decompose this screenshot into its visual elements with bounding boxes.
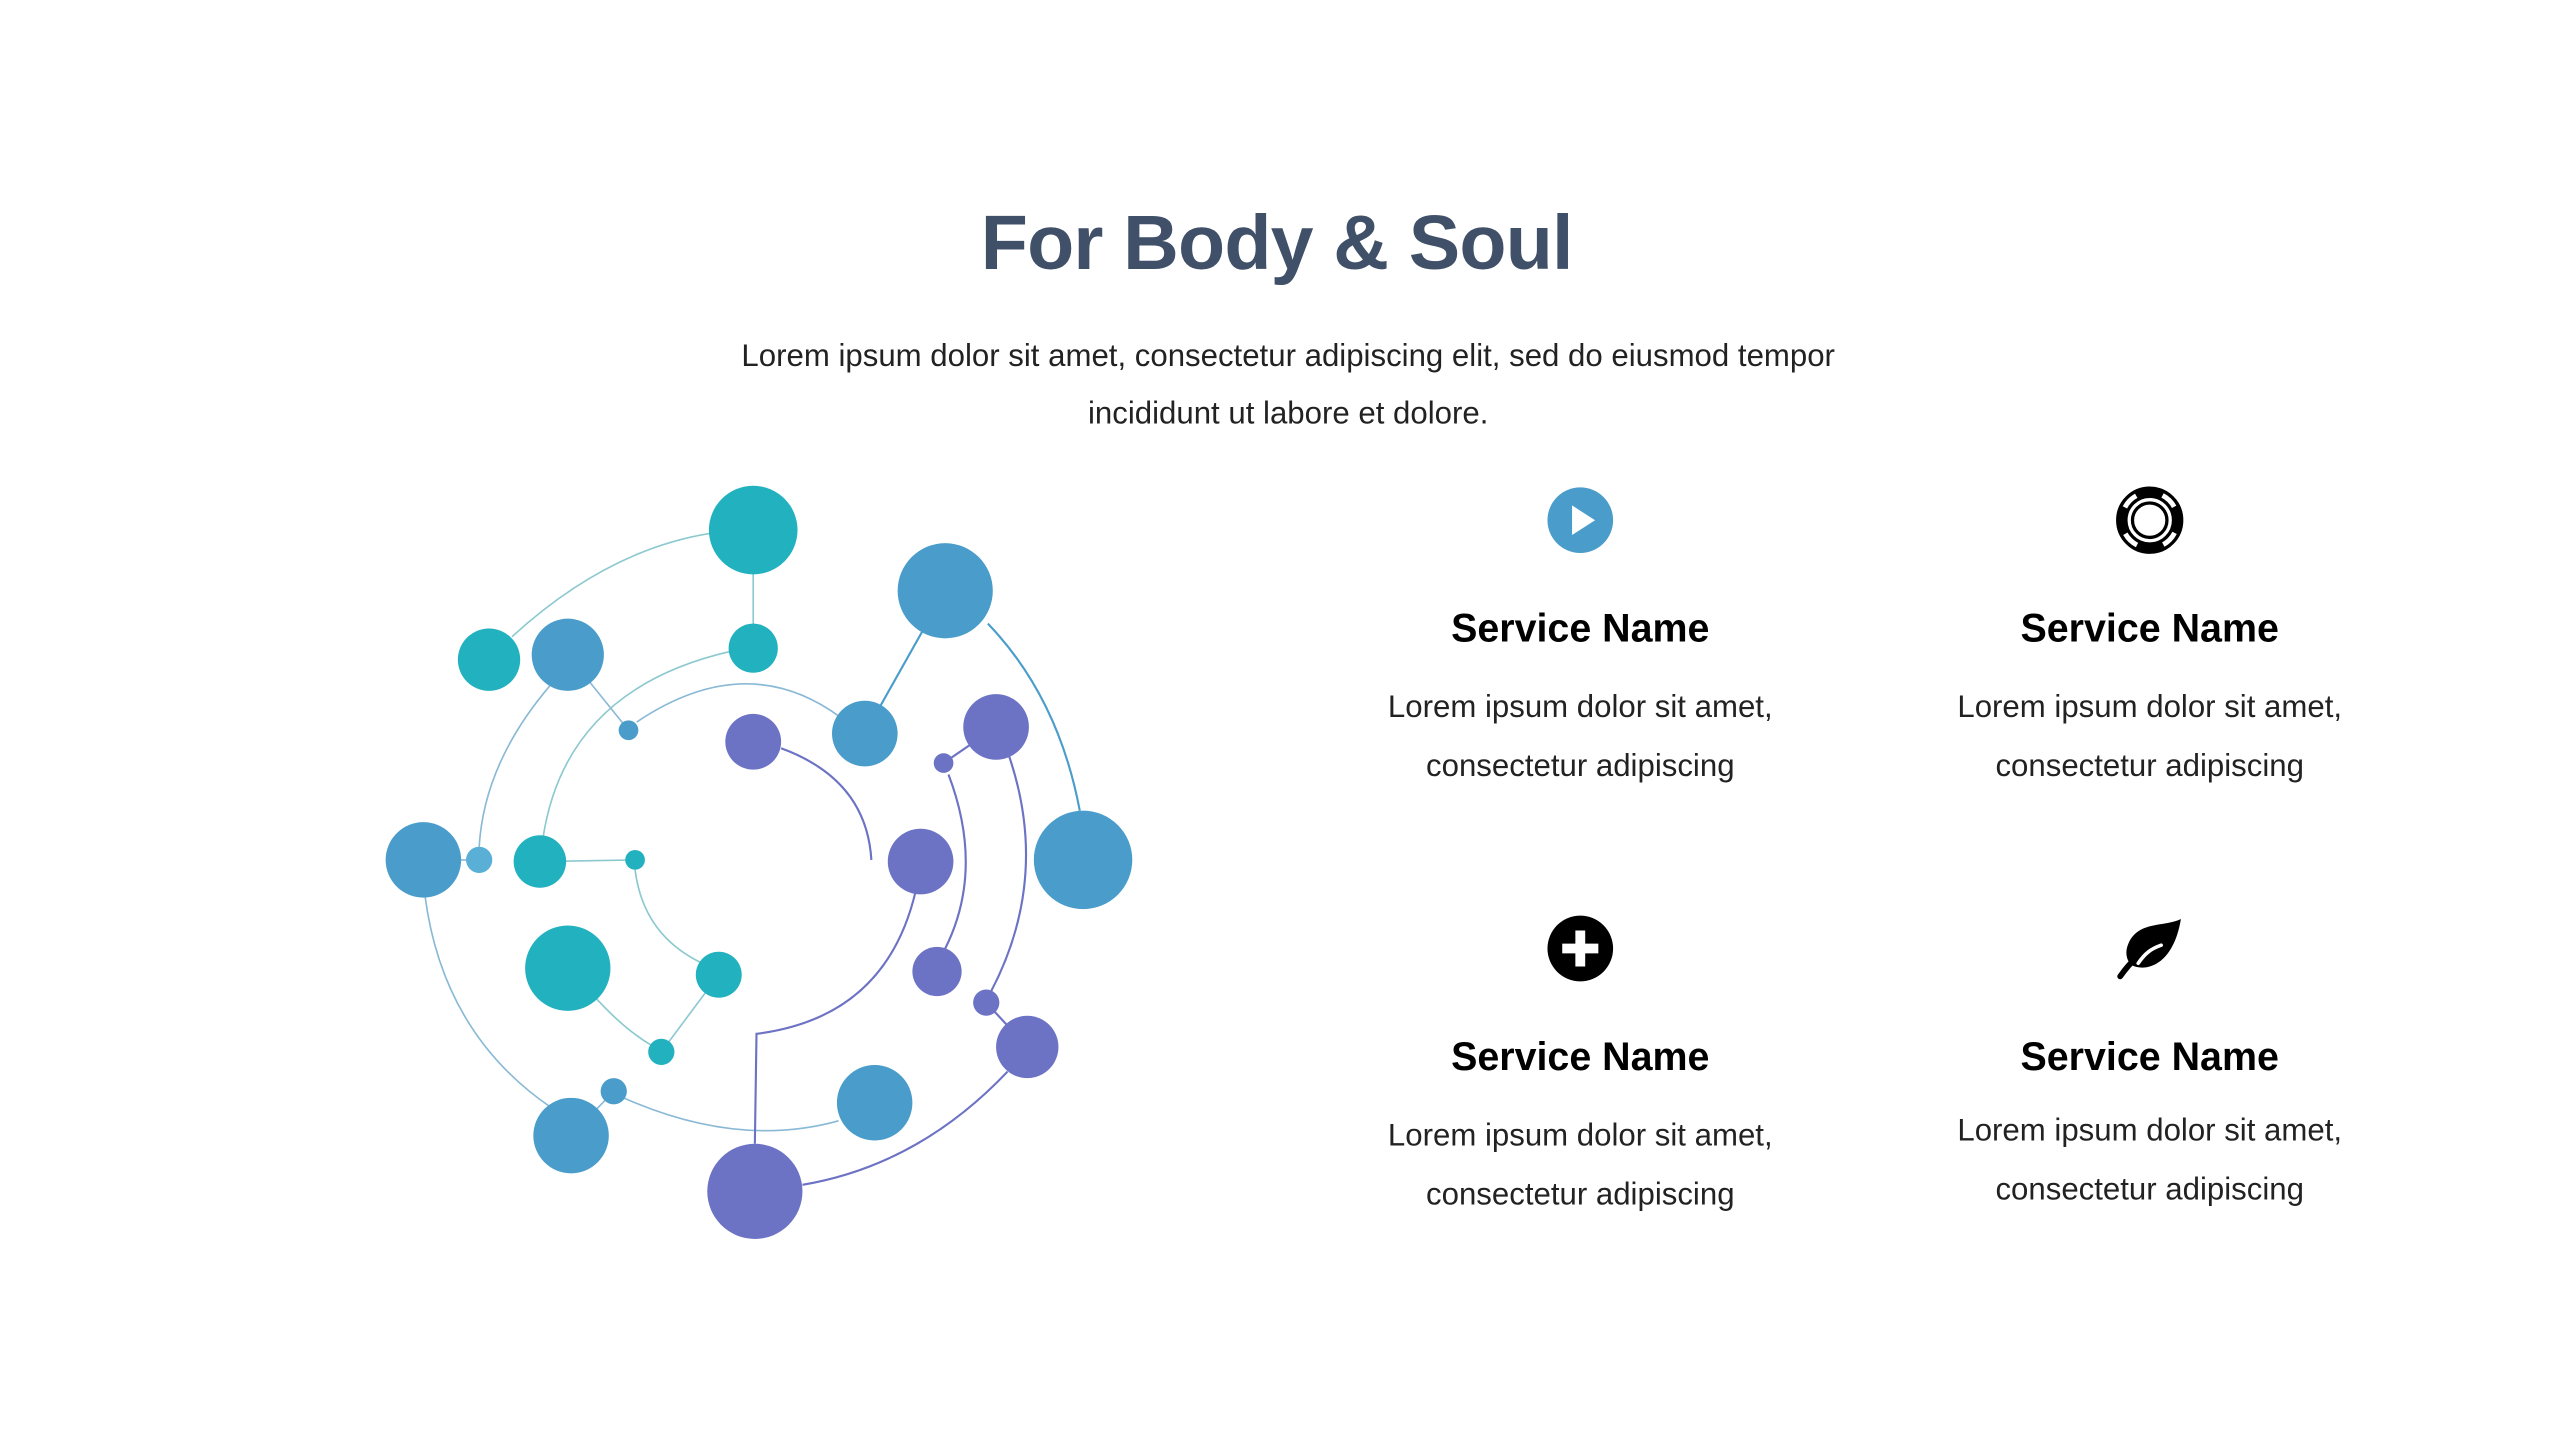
description-line: Lorem ipsum dolor sit amet, [1387, 690, 1773, 726]
node-purple [963, 694, 1029, 760]
plus-circle-icon [1546, 914, 1615, 983]
node-purple [887, 828, 954, 895]
description-line: consectetur adipiscing [1995, 749, 2304, 785]
node-blue [385, 822, 462, 898]
node-blue [836, 1065, 913, 1141]
node-blue [533, 1097, 609, 1174]
connector [780, 747, 873, 860]
node-purple [933, 753, 954, 773]
service-name: Service Name [2020, 1035, 2279, 1080]
node-teal [525, 925, 611, 1011]
service-card: Service Name Lorem ipsum dolor sit amet,… [1887, 486, 2412, 798]
service-card: Service Name Lorem ipsum dolor sit amet,… [1318, 486, 1843, 798]
service-description: Lorem ipsum dolor sit amet, consectetur … [1887, 679, 2412, 797]
connector [802, 1070, 1009, 1186]
node-blue [618, 720, 639, 741]
connector [636, 683, 841, 723]
connector [753, 890, 917, 1144]
node-purple [973, 989, 1000, 1016]
connector [623, 1097, 839, 1132]
node-blue [831, 700, 898, 767]
service-description: Lorem ipsum dolor sit amet, consectetur … [1318, 679, 1843, 797]
node-teal [457, 628, 521, 691]
node-lightblue [466, 846, 493, 874]
connector [424, 895, 552, 1109]
connector [634, 869, 703, 965]
node-purple [725, 713, 782, 770]
subtitle: Lorem ipsum dolor sit amet, consectetur … [624, 328, 1953, 443]
service-description: Lorem ipsum dolor sit amet, consectetur … [1318, 1108, 1843, 1226]
connector [593, 995, 652, 1047]
description-line: consectetur adipiscing [1426, 1178, 1735, 1213]
node-blue [897, 543, 993, 639]
service-name: Service Name [2020, 607, 2279, 652]
leaf-icon [2115, 914, 2184, 983]
node-teal [695, 951, 742, 998]
node-purple [912, 946, 962, 997]
node-blue [600, 1078, 627, 1105]
node-blue [1033, 810, 1133, 910]
page-title: For Body & Soul [980, 198, 1574, 286]
life-ring-icon [2115, 486, 2184, 555]
service-description: Lorem ipsum dolor sit amet, consectetur … [1887, 1103, 2412, 1221]
connector [990, 756, 1028, 992]
connector [542, 650, 731, 838]
description-line: Lorem ipsum dolor sit amet, [1957, 690, 2343, 726]
service-name: Service Name [1451, 1035, 1710, 1080]
node-blue [531, 618, 604, 691]
node-purple [707, 1143, 803, 1239]
connector [987, 622, 1081, 811]
service-name: Service Name [1451, 607, 1710, 652]
node-teal [648, 1038, 675, 1066]
node-teal [728, 623, 778, 673]
node-purple [996, 1015, 1059, 1079]
subtitle-line: incididunt ut labore et dolore. [1087, 397, 1489, 432]
service-card: Service Name Lorem ipsum dolor sit amet,… [1887, 914, 2412, 1221]
subtitle-line: Lorem ipsum dolor sit amet, consectetur … [741, 339, 1835, 375]
description-line: consectetur adipiscing [1426, 749, 1735, 785]
node-teal [708, 485, 798, 575]
description-line: Lorem ipsum dolor sit amet, [1387, 1119, 1773, 1154]
description-line: Lorem ipsum dolor sit amet, [1957, 1114, 2343, 1149]
connector [478, 685, 551, 847]
node-teal [625, 850, 645, 870]
connector [511, 532, 711, 638]
node-teal [513, 835, 567, 888]
connector [944, 774, 967, 949]
play-circle-icon [1546, 486, 1615, 555]
service-card: Service Name Lorem ipsum dolor sit amet,… [1318, 914, 1843, 1226]
description-line: consectetur adipiscing [1995, 1173, 2304, 1208]
